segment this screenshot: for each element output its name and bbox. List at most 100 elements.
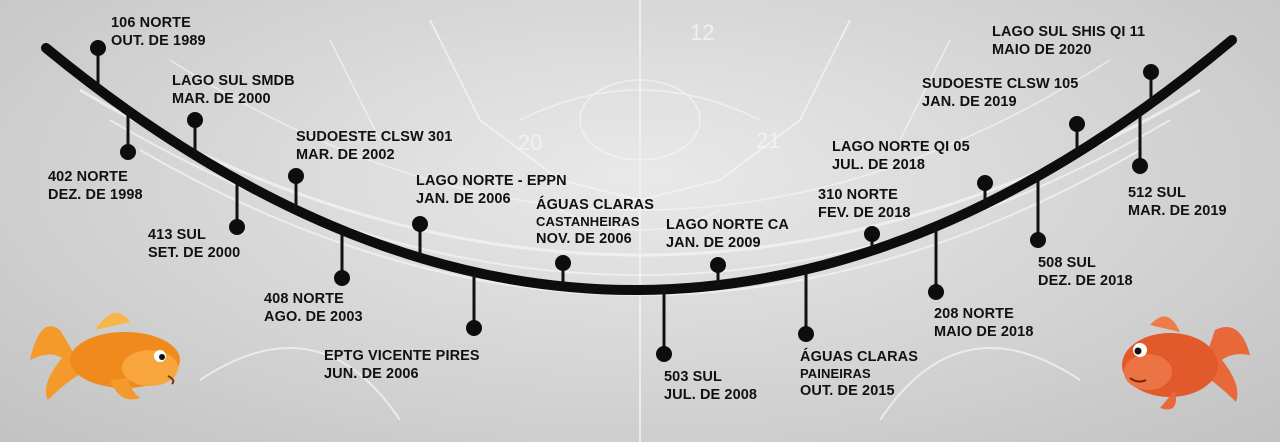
label-date: FEV. DE 2018	[818, 205, 911, 221]
label-date: JUL. DE 2008	[664, 387, 758, 403]
map-number: 21	[756, 128, 780, 153]
pin-dot	[334, 270, 350, 286]
label-location: ÁGUAS CLARAS	[800, 349, 919, 365]
timeline-pin	[555, 255, 571, 287]
label-date: MAR. DE 2002	[296, 147, 395, 163]
label-date: JUN. DE 2006	[324, 366, 419, 382]
pin-dot	[120, 144, 136, 160]
timeline-label: 413 SUL SET. DE 2000	[148, 226, 240, 262]
timeline-pin	[928, 226, 944, 300]
timeline-pin	[120, 110, 136, 160]
label-location: 310 NORTE	[818, 187, 898, 203]
pin-dot	[928, 284, 944, 300]
label-location: SUDOESTE CLSW 301	[296, 129, 453, 145]
timeline-pins	[90, 40, 1159, 362]
label-location: LAGO NORTE CA	[666, 217, 789, 233]
label-location: 106 NORTE	[111, 15, 191, 31]
timeline-label: LAGO NORTE QI 05 JUL. DE 2018	[832, 138, 970, 174]
map-number: 12	[690, 20, 714, 45]
timeline-label: 208 NORTE MAIO DE 2018	[934, 305, 1034, 341]
pin-dot	[1069, 116, 1085, 132]
label-date: OUT. DE 1989	[111, 33, 206, 49]
label-date: OUT. DE 2015	[800, 383, 895, 399]
label-location: 208 NORTE	[934, 306, 1014, 322]
timeline-pin	[229, 179, 245, 235]
map-number: 20	[518, 130, 542, 155]
label-location: 512 SUL	[1128, 185, 1186, 201]
pin-dot	[977, 175, 993, 191]
timeline-label: 512 SUL MAR. DE 2019	[1128, 184, 1227, 220]
goldfish-left-illustration	[30, 312, 180, 400]
pin-dot	[555, 255, 571, 271]
timeline-pin	[1132, 111, 1148, 174]
label-location: 408 NORTE	[264, 291, 344, 307]
pin-dot	[288, 168, 304, 184]
timeline-pin	[1030, 176, 1046, 248]
pin-dot	[1030, 232, 1046, 248]
timeline-pin	[288, 168, 304, 210]
label-date: NOV. DE 2006	[536, 231, 632, 247]
label-date: DEZ. DE 2018	[1038, 273, 1133, 289]
label-date: AGO. DE 2003	[264, 309, 363, 325]
label-location: CASTANHEIRAS	[536, 214, 640, 229]
label-location: 413 SUL	[148, 227, 206, 243]
goldfish-right-illustration	[1122, 316, 1250, 410]
timeline-label: LAGO SUL SMDB MAR. DE 2000	[172, 72, 295, 108]
timeline-pin	[798, 269, 814, 342]
label-location: LAGO NORTE - EPPN	[416, 173, 567, 189]
pin-dot	[798, 326, 814, 342]
label-date: MAIO DE 2018	[934, 324, 1034, 340]
timeline-label: 106 NORTE OUT. DE 1989	[111, 14, 206, 50]
timeline-label: 408 NORTE AGO. DE 2003	[264, 290, 363, 326]
pin-dot	[1132, 158, 1148, 174]
timeline-pin	[656, 289, 672, 362]
pin-dot	[412, 216, 428, 232]
label-date: MAR. DE 2000	[172, 91, 271, 107]
pin-dot	[466, 320, 482, 336]
timeline-label: 402 NORTE DEZ. DE 1998	[48, 168, 143, 204]
label-date: MAR. DE 2019	[1128, 203, 1227, 219]
timeline-pin	[412, 216, 428, 258]
timeline-label: 310 NORTE FEV. DE 2018	[818, 186, 911, 222]
label-date: JAN. DE 2006	[416, 191, 511, 207]
pin-dot	[187, 112, 203, 128]
timeline-pin	[1143, 64, 1159, 104]
pin-dot	[710, 257, 726, 273]
label-location: LAGO SUL SHIS QI 11	[992, 24, 1146, 40]
timeline-label: LAGO NORTE - EPPN JAN. DE 2006	[416, 172, 567, 208]
timeline-pin	[977, 175, 993, 205]
timeline-label: EPTG VICENTE PIRES JUN. DE 2006	[324, 347, 480, 383]
pin-dot	[656, 346, 672, 362]
timeline-pin	[864, 226, 880, 251]
timeline-curve	[41, 35, 1237, 295]
label-date: JUL. DE 2018	[832, 157, 926, 173]
label-location: LAGO SUL SMDB	[172, 73, 295, 89]
label-location: EPTG VICENTE PIRES	[324, 348, 480, 364]
pin-dot	[229, 219, 245, 235]
timeline-pin	[1069, 116, 1085, 153]
label-date: JAN. DE 2019	[922, 94, 1017, 110]
timeline-pin	[466, 271, 482, 336]
label-date: JAN. DE 2009	[666, 235, 761, 251]
background-map-numbers: 12 20 21	[518, 20, 780, 155]
label-location: 508 SUL	[1038, 255, 1096, 271]
label-location: LAGO NORTE QI 05	[832, 139, 970, 155]
pin-dot	[90, 40, 106, 56]
pin-dot	[864, 226, 880, 242]
timeline-pin	[334, 230, 350, 286]
label-location: 402 NORTE	[48, 169, 128, 185]
label-date: SET. DE 2000	[148, 245, 241, 261]
label-location: ÁGUAS CLARAS	[536, 197, 655, 213]
timeline-pin	[710, 257, 726, 286]
label-date: DEZ. DE 1998	[48, 187, 143, 203]
label-location: PAINEIRAS	[800, 366, 871, 381]
timeline-pin	[90, 40, 106, 89]
label-location: SUDOESTE CLSW 105	[922, 76, 1079, 92]
